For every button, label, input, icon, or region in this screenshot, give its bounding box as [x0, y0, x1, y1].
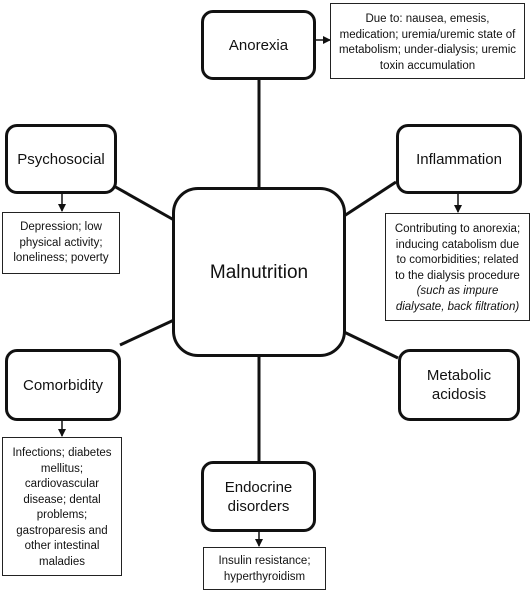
malnutrition-label: Malnutrition	[209, 261, 309, 283]
metabolic-acidosis-node: Metabolic acidosis	[398, 349, 520, 421]
comorbidity-label: Comorbidity	[22, 376, 104, 394]
inflammation-note-italic: (such as impure dialysate, back filtrati…	[395, 285, 520, 313]
malnutrition-node: Malnutrition	[172, 187, 346, 357]
endocrine-note-text: Insulin resistance; hyperthyroidism	[218, 555, 311, 583]
anorexia-note: Due to: nausea, emesis, medication; urem…	[330, 3, 525, 79]
inflammation-node: Inflammation	[396, 124, 522, 194]
psychosocial-label: Psychosocial	[17, 150, 105, 168]
anorexia-label: Anorexia	[228, 36, 289, 54]
connector-comorbidity	[119, 318, 175, 347]
connector-metabolic-acidosis	[343, 330, 399, 360]
psychosocial-node: Psychosocial	[5, 124, 117, 194]
comorbidity-note-text: Infections; diabetes mellitus; cardiovas…	[12, 447, 112, 568]
metabolic-acidosis-label: Metabolic acidosis	[426, 367, 492, 403]
connector-psychosocial	[111, 183, 175, 222]
anorexia-node: Anorexia	[201, 10, 316, 80]
comorbidity-node: Comorbidity	[5, 349, 121, 421]
inflammation-note: Contributing to anorexia; inducing catab…	[385, 213, 530, 321]
anorexia-note-text: Due to: nausea, emesis, medication; urem…	[338, 13, 517, 72]
psychosocial-note-text: Depression; low physical activity; lonel…	[13, 221, 109, 264]
endocrine-node: Endocrine disorders	[201, 461, 316, 532]
psychosocial-note: Depression; low physical activity; lonel…	[2, 212, 120, 274]
endocrine-note: Insulin resistance; hyperthyroidism	[203, 547, 326, 590]
endocrine-label: Endocrine disorders	[224, 478, 293, 515]
inflammation-label: Inflammation	[416, 150, 502, 168]
inflammation-note-text: Contributing to anorexia; inducing catab…	[394, 223, 521, 282]
comorbidity-note: Infections; diabetes mellitus; cardiovas…	[2, 437, 122, 576]
connector-inflammation	[343, 180, 397, 218]
